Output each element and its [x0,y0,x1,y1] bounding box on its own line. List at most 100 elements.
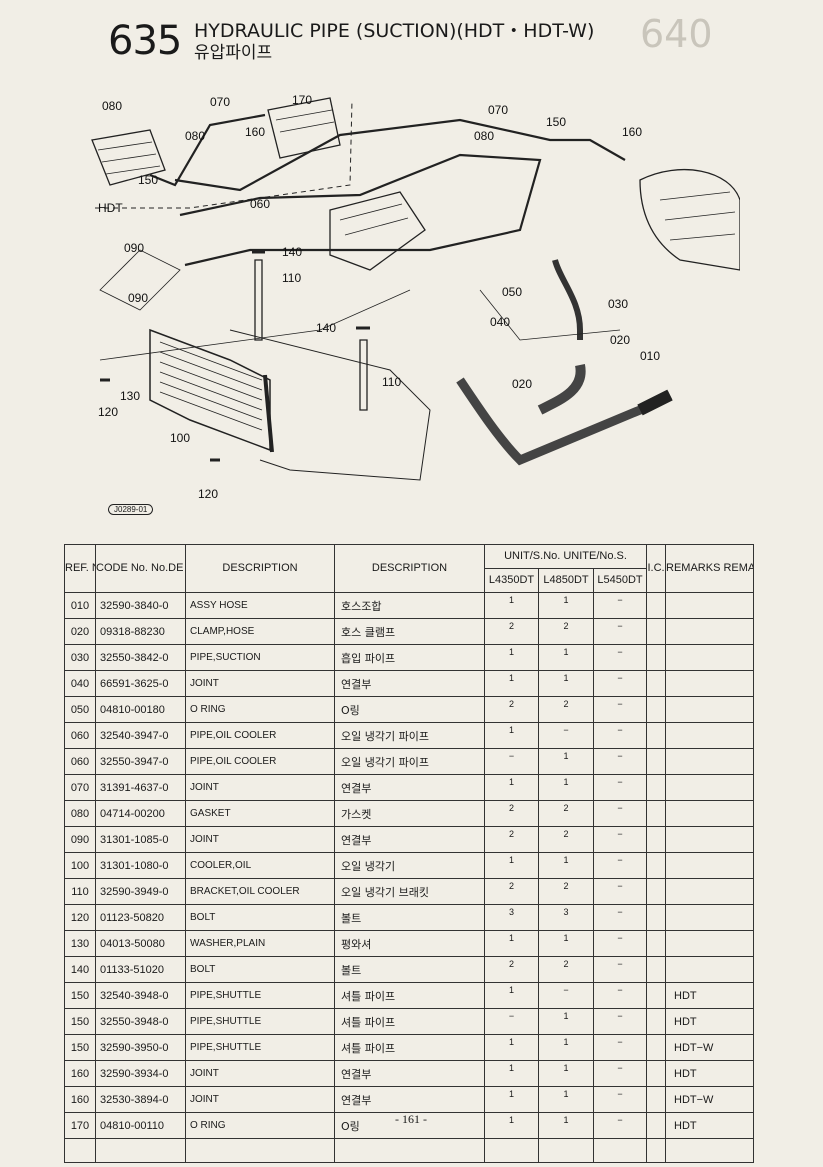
qty-l5450dt-cell: − [592,774,648,801]
empty-cell [185,1138,335,1163]
drawing-code: J0289-01 [108,504,154,515]
qty-l4350dt-cell: 2 [484,826,539,853]
empty-cell [334,1138,485,1163]
qty-l5450dt-cell: − [592,852,648,879]
callout-label: 120 [98,405,118,419]
ic-cell [646,670,667,697]
qty-l4350dt-cell: 1 [484,982,539,1009]
description-cell: JOINT [185,1086,335,1113]
empty-cell [484,1138,539,1163]
description-korean-cell: 가스켓 [334,800,485,827]
header-ic: I.C. [646,544,667,593]
description-korean-cell: 연결부 [334,670,485,697]
callout-label: 110 [382,375,401,389]
code-cell: 04714-00200 [95,800,186,827]
description-korean-cell: 호스조합 [334,592,485,619]
ref-cell: 130 [64,930,96,957]
qty-l4350dt-cell: − [484,1008,539,1035]
ic-cell [646,1112,667,1139]
empty-cell [95,1138,186,1163]
empty-cell [665,1138,755,1163]
ic-cell [646,826,667,853]
description-korean-cell: O링 [334,696,485,723]
callout-label: 080 [474,129,494,143]
empty-cell [64,1138,96,1163]
callout-label: 070 [210,95,230,109]
qty-l4350dt-cell: 1 [484,1034,539,1061]
qty-l4350dt-cell: 1 [484,852,539,879]
qty-l4350dt-cell: 1 [484,1112,539,1139]
ref-cell: 020 [64,618,96,645]
description-cell: JOINT [185,826,335,853]
qty-l4350dt-cell: 1 [484,644,539,671]
qty-l4350dt-cell: − [484,748,539,775]
description-korean-cell: 연결부 [334,1086,485,1113]
code-cell: 32550-3842-0 [95,644,186,671]
ic-cell [646,956,667,983]
ref-cell: 150 [64,1008,96,1035]
ic-cell [646,800,667,827]
description-korean-cell: 오일 냉각기 [334,852,485,879]
qty-l4350dt-cell: 1 [484,592,539,619]
description-cell: BRACKET,OIL COOLER [185,878,335,905]
qty-l4850dt-cell: − [538,722,594,749]
remarks-cell [665,722,755,749]
qty-l4850dt-cell: 2 [538,618,594,645]
ref-cell: 080 [64,800,96,827]
description-cell: PIPE,SHUTTLE [185,982,335,1009]
callout-label: 120 [198,487,218,501]
description-korean-cell: 호스 클램프 [334,618,485,645]
ic-cell [646,982,667,1009]
remarks-cell [665,852,755,879]
qty-l4850dt-cell: 1 [538,1060,594,1087]
qty-l4350dt-cell: 2 [484,878,539,905]
qty-l5450dt-cell: − [592,1034,648,1061]
header-model: L4850DT [538,568,594,593]
header-model: L4350DT [484,568,539,593]
callout-label: 130 [120,389,140,403]
qty-l4850dt-cell: 1 [538,852,594,879]
description-korean-cell: 볼트 [334,904,485,931]
qty-l4850dt-cell: − [538,982,594,1009]
qty-l4850dt-cell: 1 [538,644,594,671]
ref-cell: 160 [64,1060,96,1087]
header-description: DESCRIPTION [185,544,335,593]
qty-l4350dt-cell: 1 [484,1086,539,1113]
ref-cell: 030 [64,644,96,671]
qty-l4850dt-cell: 2 [538,826,594,853]
header-description-korean: DESCRIPTION [334,544,485,593]
page-title: HYDRAULIC PIPE (SUCTION)(HDT・HDT-W) [194,20,595,42]
header-unit: UNIT/S.No. UNITE/No.S. [483,544,648,569]
ic-cell [646,592,667,619]
code-cell: 32590-3950-0 [95,1034,186,1061]
callout-label: 040 [490,315,510,329]
callout-label: 160 [622,125,642,139]
qty-l4350dt-cell: 1 [484,930,539,957]
callout-label: 140 [282,245,302,259]
remarks-cell: HDT [665,1112,755,1139]
qty-l4850dt-cell: 2 [538,956,594,983]
ref-cell: 110 [64,878,96,905]
header-code: CODE No. No.DE CODE [95,544,186,593]
callout-label: 020 [610,333,630,347]
empty-cell [646,1138,667,1163]
description-korean-cell: 연결부 [334,1060,485,1087]
callout-label: 020 [512,377,532,391]
callout-label: 070 [488,103,508,117]
ref-cell: 150 [64,1034,96,1061]
empty-cell [592,1138,648,1163]
description-cell: PIPE,SHUTTLE [185,1008,335,1035]
description-korean-cell: O링 [334,1112,485,1139]
ic-cell [646,1086,667,1113]
ref-cell: 160 [64,1086,96,1113]
qty-l5450dt-cell: − [592,670,648,697]
description-korean-cell: 연결부 [334,774,485,801]
description-cell: JOINT [185,670,335,697]
description-cell: O RING [185,696,335,723]
